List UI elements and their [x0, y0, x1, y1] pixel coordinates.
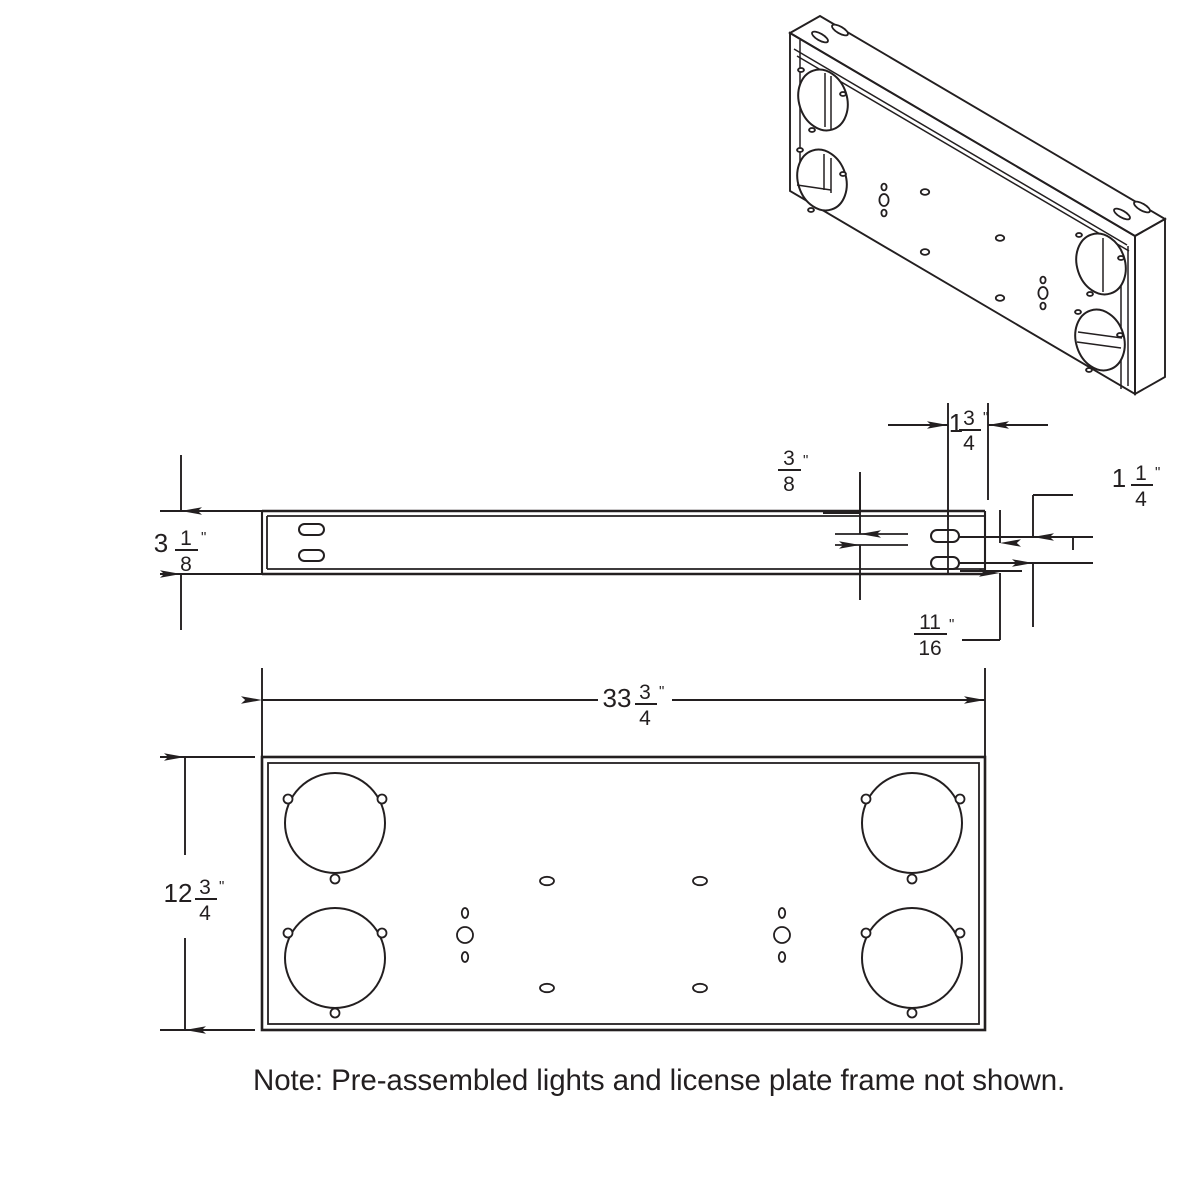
dim-num-1-1-4: 1: [1135, 462, 1147, 485]
dim-den-3-1-8: 8: [180, 553, 192, 576]
dimension-label-3-1-8: 3 1 8 ": [154, 527, 207, 576]
dim-mark-33-3-4: ": [659, 683, 664, 700]
dimension-height-side: 3 1 8 ": [154, 455, 290, 630]
dim-whole-33-3-4: 33: [603, 683, 632, 713]
side-slot-right-lower: [930, 556, 960, 570]
dim-mark-1-1-4: ": [1155, 464, 1160, 481]
dim-den-3-8: 8: [783, 473, 795, 496]
isometric-view: [788, 14, 1167, 396]
dimension-label-11-16: 11 16 ": [914, 611, 954, 660]
iso-rim-line-1: [793, 48, 1128, 246]
side-slot-left-lower: [298, 549, 325, 562]
front-light-cutout-lower-left: [282, 907, 388, 1019]
dim-den-12-3-4: 4: [199, 902, 211, 925]
dim-num-3-8: 3: [783, 447, 795, 470]
front-center-holes-right: [692, 875, 791, 994]
iso-light-cutout-upper-left: [797, 67, 849, 133]
dim-whole-12-3-4: 12: [164, 878, 193, 908]
front-outer-border: [260, 755, 987, 1032]
dim-mark-3-8: ": [803, 452, 808, 469]
front-light-cutout-lower-right: [860, 907, 966, 1019]
dim-whole-1-1-4: 1: [1112, 463, 1126, 493]
dim-num-33-3-4: 3: [639, 681, 651, 704]
iso-top-slot-left-a: [811, 30, 829, 44]
dim-mark-1-3-4: ": [983, 409, 988, 426]
dim-num-3-1-8: 1: [180, 527, 192, 550]
dimension-hole-spacing: 1 1 4 ": [959, 462, 1160, 627]
drawing-note: Note: Pre-assembled lights and license p…: [253, 1064, 1065, 1097]
iso-light-cutout-upper-right: [1075, 232, 1127, 297]
iso-top-slot-right-a: [1113, 207, 1131, 221]
dim-num-11-16: 11: [919, 611, 941, 634]
dimension-bottom-offset: 11 16 ": [914, 510, 1022, 660]
front-center-holes-left: [456, 875, 555, 994]
iso-right-face: [1134, 217, 1166, 396]
side-slot-left-upper: [298, 523, 325, 536]
front-view: 12 3 4 ": [160, 753, 987, 1034]
dim-den-11-16: 16: [918, 637, 941, 660]
dimension-overall-length: 33 3 4 ": [241, 668, 986, 757]
dim-num-12-3-4: 3: [199, 876, 211, 899]
dim-num-1-3-4: 3: [963, 407, 975, 430]
iso-top-face: [788, 14, 1167, 238]
iso-rim-line-2: [796, 55, 1130, 252]
dimension-label-1-3-4: 1 3 4 ": [949, 407, 989, 455]
iso-light-cutout-lower-right: [1074, 308, 1126, 373]
dim-mark-11-16: ": [949, 616, 954, 633]
iso-top-slot-left-b: [831, 23, 849, 37]
dimension-overall-height: 12 3 4 ": [160, 753, 255, 1034]
front-inner-border: [267, 762, 980, 1025]
iso-top-slot-right-b: [1133, 200, 1151, 214]
front-light-cutout-upper-left: [282, 772, 388, 885]
dimension-label-12-3-4: 12 3 4 ": [164, 876, 225, 925]
dim-whole-3-1-8: 3: [154, 528, 168, 558]
dimension-end-width: 1 3 4 ": [888, 403, 1048, 520]
side-view: 3 1 8 " 3 8 ": [154, 403, 1160, 660]
iso-center-holes-left: [878, 182, 931, 256]
dim-whole-1-3-4: 1: [949, 408, 963, 438]
dim-mark-12-3-4: ": [219, 878, 224, 895]
dimension-label-3-8: 3 8 ": [778, 447, 808, 496]
dim-mark-3-1-8: ": [201, 529, 206, 546]
side-slot-right-upper: [930, 529, 960, 543]
dim-den-33-3-4: 4: [639, 707, 651, 730]
dimension-slot-offset: 3 8 ": [778, 447, 881, 600]
dimension-label-33-3-4: 33 3 4 ": [603, 681, 665, 730]
dim-den-1-3-4: 4: [963, 432, 975, 455]
dim-den-1-1-4: 4: [1135, 488, 1147, 511]
dimension-label-1-1-4: 1 1 4 ": [1112, 462, 1161, 511]
front-light-cutout-upper-right: [860, 772, 966, 885]
iso-center-holes-right: [994, 234, 1049, 311]
iso-light-cutout-lower-left: [796, 147, 848, 213]
